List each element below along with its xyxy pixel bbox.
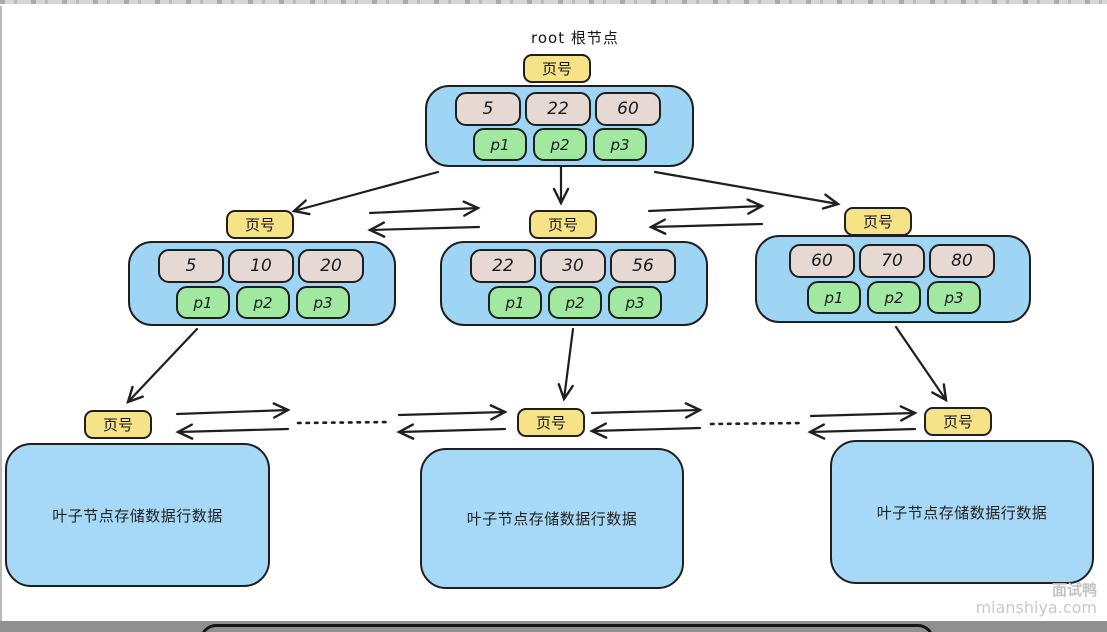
pointer-cell: p3 xyxy=(296,286,350,319)
key-cell: 70 xyxy=(859,244,925,278)
pointer-cell: p3 xyxy=(927,281,981,314)
pointer-cell: p2 xyxy=(533,128,587,161)
arrow-internal3-to-internal2 xyxy=(648,218,764,235)
pointers-row: p1 p2 p3 xyxy=(807,281,981,314)
internal-node-3-body: 60 70 80 p1 p2 p3 xyxy=(755,235,1031,323)
page-number-tab: 页号 xyxy=(84,410,152,439)
page-number-tab: 页号 xyxy=(523,54,591,83)
key-cell: 5 xyxy=(158,249,224,283)
page-number-tab: 页号 xyxy=(226,210,294,239)
leaf-node-3-body: 叶子节点存储数据行数据 xyxy=(830,440,1094,584)
keys-row: 5 10 20 xyxy=(158,249,364,283)
leaf-node-1-body: 叶子节点存储数据行数据 xyxy=(5,443,270,587)
pointer-cell: p2 xyxy=(867,281,921,314)
leaf-text: 叶子节点存储数据行数据 xyxy=(52,506,223,525)
arrow-internal1-to-leaf-1 xyxy=(126,327,199,404)
window-left-edge xyxy=(0,6,2,632)
keys-row: 22 30 56 xyxy=(470,249,676,283)
key-cell: 10 xyxy=(228,249,294,283)
window-top-edge xyxy=(0,0,1107,4)
page-number-tab: 页号 xyxy=(844,207,912,236)
arrow-leaf2-outgoing-left xyxy=(396,423,507,440)
key-cell: 22 xyxy=(525,92,591,126)
arrow-leaf2-right xyxy=(590,402,703,419)
pointer-cell: p3 xyxy=(593,128,647,161)
key-cell: 30 xyxy=(540,249,606,283)
key-cell: 60 xyxy=(789,244,855,278)
root-label: root 根节点 xyxy=(531,29,619,47)
key-cell: 5 xyxy=(455,92,521,126)
page-number-tab: 页号 xyxy=(529,210,597,239)
keys-row: 5 22 60 xyxy=(455,92,661,126)
pointers-row: p1 p2 p3 xyxy=(488,286,662,319)
key-cell: 22 xyxy=(470,249,536,283)
key-cell: 56 xyxy=(610,249,676,283)
leaf-text: 叶子节点存储数据行数据 xyxy=(876,503,1048,522)
pointers-row: p1 p2 p3 xyxy=(176,286,350,319)
pointer-cell: p1 xyxy=(488,286,542,319)
arrow-leaf2-incoming-right xyxy=(397,404,508,421)
pointer-cell: p1 xyxy=(807,281,861,314)
arrow-leaf3-incoming-right xyxy=(809,405,918,422)
pointer-cell: p2 xyxy=(236,286,290,319)
arrow-internal2-to-leaf-2 xyxy=(557,327,575,402)
page-number-tab: 页号 xyxy=(517,408,585,437)
bottom-taskbar xyxy=(0,621,1107,632)
keys-row: 60 70 80 xyxy=(789,244,995,278)
key-cell: 60 xyxy=(595,92,661,126)
pointer-cell: p1 xyxy=(176,286,230,319)
page-number-tab: 页号 xyxy=(924,407,992,436)
pointer-cell: p2 xyxy=(548,286,602,319)
leaf-node-2-body: 叶子节点存储数据行数据 xyxy=(420,448,684,589)
watermark-site: mianshiya.com xyxy=(975,598,1097,617)
watermark: 面试鸭 mianshiya.com xyxy=(975,581,1097,617)
dotted-link-leaf1-leaf2 xyxy=(296,420,393,425)
watermark-brand: 面试鸭 xyxy=(1051,581,1097,599)
arrow-leaf3-outgoing-left xyxy=(807,423,917,440)
key-cell: 80 xyxy=(929,244,995,278)
arrow-internal2-to-internal1 xyxy=(367,221,481,238)
arrow-root-to-internal-3 xyxy=(653,170,841,210)
cutoff-window-shape xyxy=(200,624,934,632)
key-cell: 20 xyxy=(298,249,364,283)
arrow-internal3-to-leaf-3 xyxy=(894,325,948,403)
root-node-body: 5 22 60 p1 p2 p3 xyxy=(425,85,694,167)
pointers-row: p1 p2 p3 xyxy=(473,128,647,161)
arrow-leaf2-left xyxy=(589,422,702,439)
pointer-cell: p3 xyxy=(608,286,662,319)
arrow-leaf1-right xyxy=(175,402,291,419)
pointer-cell: p1 xyxy=(473,128,527,161)
arrow-internal1-to-internal2 xyxy=(368,200,481,217)
leaf-text: 叶子节点存储数据行数据 xyxy=(466,510,638,528)
internal-node-2-body: 22 30 56 p1 p2 p3 xyxy=(440,241,708,326)
arrow-root-to-internal-1 xyxy=(291,170,440,216)
arrow-internal2-to-internal3 xyxy=(647,198,765,215)
dotted-link-leaf2-leaf3 xyxy=(709,421,803,426)
arrow-leaf1-left xyxy=(175,423,290,440)
internal-node-1-body: 5 10 20 p1 p2 p3 xyxy=(128,241,396,326)
